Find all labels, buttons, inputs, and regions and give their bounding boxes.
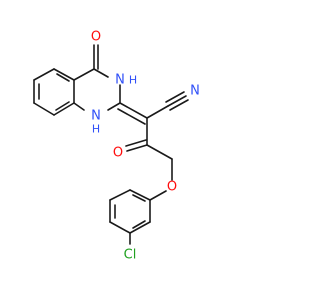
atom-n-nitrile: N	[190, 84, 200, 99]
atom-h-top: H	[129, 74, 137, 87]
bond	[129, 189, 151, 201]
atom-o-ether: O	[167, 180, 177, 195]
bond-double-inner	[55, 101, 70, 111]
bond	[93, 68, 109, 78]
bond	[73, 102, 85, 111]
bond	[107, 102, 121, 111]
bond	[109, 221, 131, 234]
bond	[129, 221, 151, 234]
bond-double-inner	[132, 194, 146, 202]
bond	[119, 102, 148, 119]
bond-double-inner	[56, 73, 70, 82]
bond	[165, 91, 185, 103]
atom-n-top: N	[115, 73, 125, 88]
bond	[149, 190, 167, 201]
bond	[53, 102, 75, 116]
bond	[169, 99, 189, 111]
bond	[33, 102, 55, 116]
atom-cl: Cl	[124, 248, 137, 263]
bond-double-inner	[132, 220, 146, 229]
bond	[117, 108, 146, 125]
bond	[146, 144, 173, 160]
bond	[125, 139, 147, 147]
bond	[146, 105, 169, 119]
bond	[73, 68, 95, 81]
atom-o-ketone: O	[113, 146, 123, 161]
bond	[33, 68, 55, 81]
molecule-structure: O N H N H N O O Cl	[33, 30, 200, 263]
bond	[126, 144, 148, 152]
bond	[167, 95, 187, 107]
bond	[109, 189, 131, 201]
atom-n-bottom: N	[91, 109, 101, 124]
atom-h-bottom: H	[92, 123, 100, 136]
atom-o-carbonyl-top: O	[91, 30, 101, 45]
bond	[53, 68, 75, 81]
